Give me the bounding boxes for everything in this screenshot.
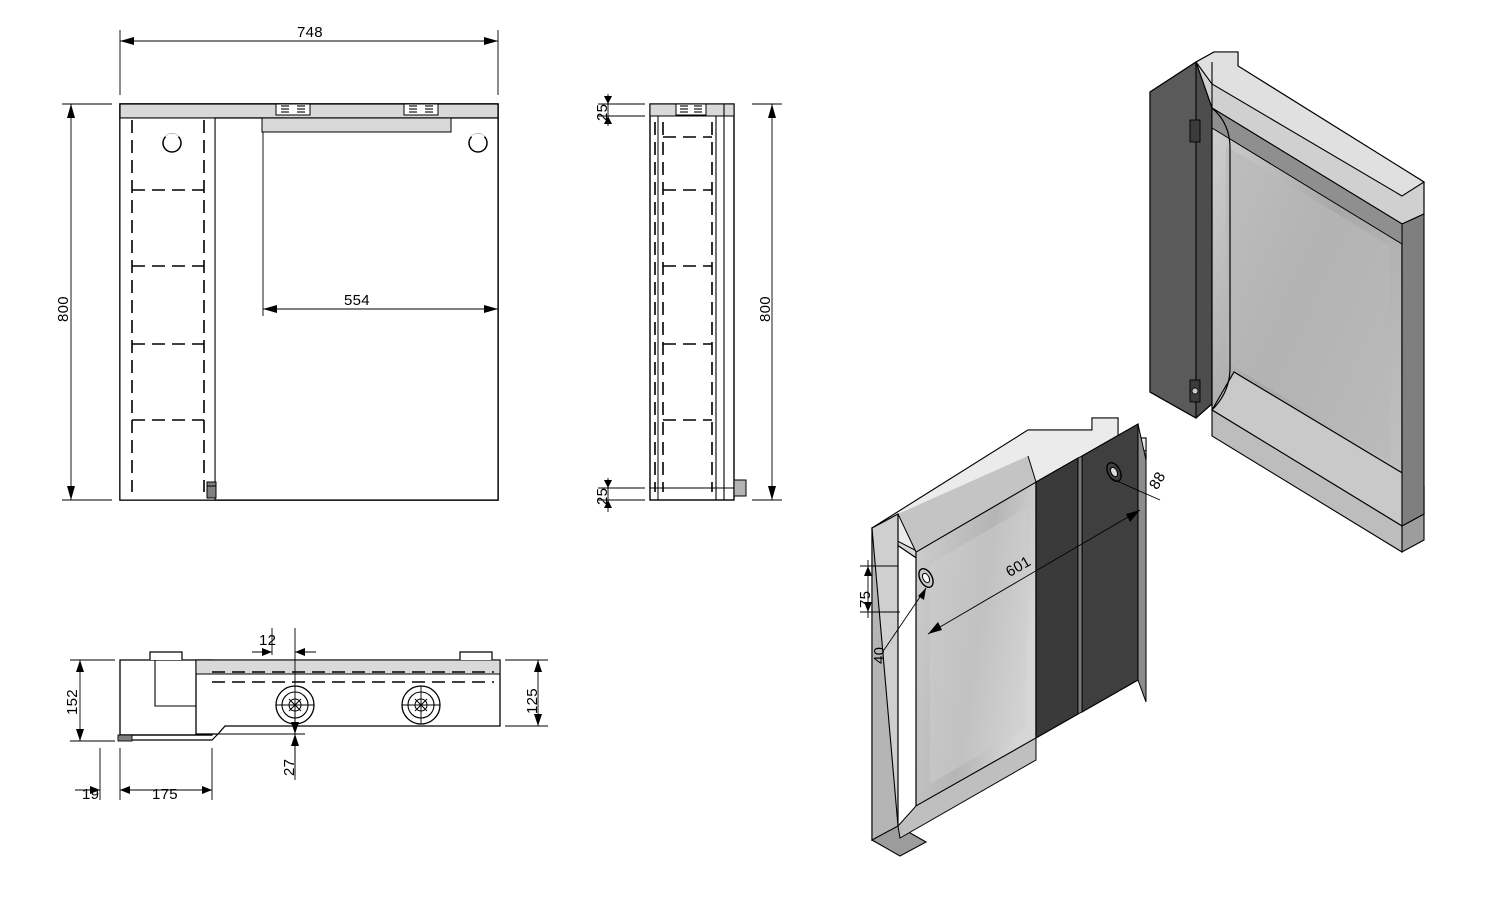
dim-label-554: 554 bbox=[344, 292, 370, 309]
view-front-elevation bbox=[62, 30, 499, 501]
view-iso-mirror-door bbox=[860, 417, 1161, 857]
view-iso-open-cabinet bbox=[1149, 51, 1426, 553]
dim-label-800-front: 800 bbox=[55, 296, 72, 322]
view-side-elevation bbox=[598, 94, 782, 512]
dim-label-25-bottom: 25 bbox=[594, 487, 611, 505]
dim-label-800-side: 800 bbox=[757, 296, 774, 322]
dim-label-27: 27 bbox=[281, 758, 298, 776]
dim-label-125: 125 bbox=[524, 688, 541, 714]
dim-label-40: 40 bbox=[871, 646, 888, 664]
dim-label-19: 19 bbox=[82, 786, 100, 803]
dim-label-175: 175 bbox=[152, 786, 178, 803]
view-plan-section bbox=[70, 628, 548, 800]
dim-label-152: 152 bbox=[64, 689, 81, 715]
dim-label-25-top: 25 bbox=[594, 103, 611, 121]
dim-label-748: 748 bbox=[297, 24, 323, 41]
dim-label-75: 75 bbox=[857, 590, 874, 608]
dim-label-12: 12 bbox=[259, 632, 277, 649]
